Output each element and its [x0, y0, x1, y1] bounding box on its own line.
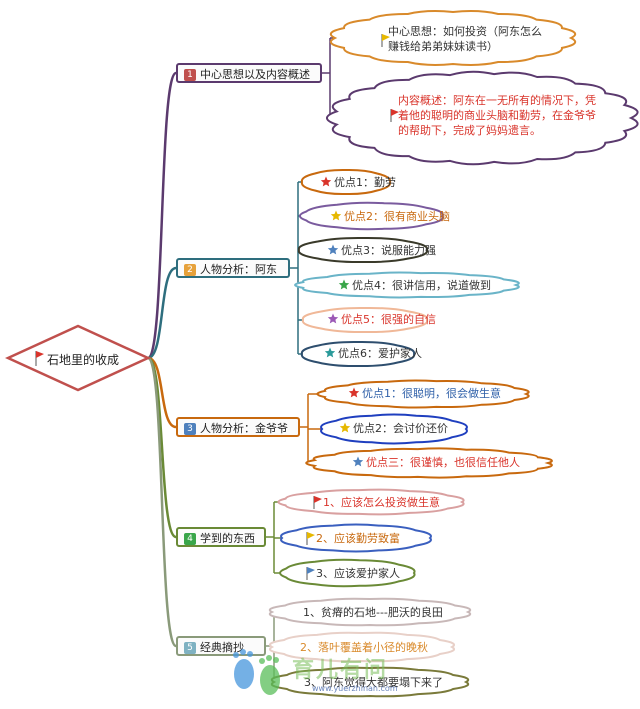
leaf-node[interactable]	[300, 168, 392, 196]
leaf-node[interactable]	[268, 597, 472, 627]
number-badge: 5	[184, 642, 196, 654]
leaf-node[interactable]	[268, 631, 456, 663]
cloud-shape	[279, 558, 416, 588]
root-label: 石地里的收成	[47, 353, 120, 367]
leaf-node[interactable]	[279, 558, 416, 588]
star-icon	[327, 244, 339, 255]
leaf-text: 中心思想：如何投资（阿东怎么	[388, 25, 542, 38]
cloud-shape	[298, 201, 444, 231]
leaf-text: 优点2：很有商业头脑	[344, 210, 450, 223]
root-connector	[147, 266, 177, 360]
leaf-text: 着他的聪明的商业头脑和勤劳，在金爷爷	[398, 109, 596, 122]
leaf-text: 优点4：很讲信用，说道做到	[352, 279, 491, 292]
root-connector	[147, 356, 177, 429]
leaf-node[interactable]	[277, 488, 465, 516]
leaf-text: 优点1：勤劳	[334, 176, 396, 189]
branch-label: 中心思想以及内容概述	[200, 68, 310, 81]
root-connector	[146, 356, 178, 648]
branch-4[interactable]: 4 学到的东西	[176, 527, 266, 547]
root-connector	[146, 71, 178, 360]
watermark-url: www.yuerzhinan.com	[312, 684, 398, 693]
star-icon	[348, 387, 360, 398]
watermark: 育儿有问 www.yuerzhinan.com	[228, 646, 428, 702]
cloud-shape	[297, 236, 429, 264]
star-icon	[352, 456, 364, 467]
leaf-text: 的帮助下，完成了妈妈遗言。	[398, 124, 541, 137]
branch-label: 人物分析：阿东	[200, 263, 277, 276]
leaf-node[interactable]	[298, 201, 444, 231]
leaf-node[interactable]	[294, 271, 520, 299]
number-badge: 2	[184, 264, 196, 276]
leaf-node[interactable]	[316, 379, 530, 409]
leaf-text: 2、落叶覆盖着小径的晚秋	[300, 641, 428, 654]
cloud-shape	[316, 379, 530, 409]
cloud-shape	[268, 631, 456, 663]
branch-1[interactable]: 1 中心思想以及内容概述	[176, 63, 322, 83]
leaf-text: 2、应该勤劳致富	[316, 532, 400, 545]
star-icon	[339, 422, 351, 433]
leaf-node[interactable]	[301, 306, 429, 334]
watermark-text: 育儿有问	[292, 658, 389, 683]
leaf-text: 优点6：爱护家人	[338, 347, 422, 360]
leaf-text: 1、应该怎么投资做生意	[323, 496, 440, 509]
leaf-text: 内容概述：阿东在一无所有的情况下，凭	[398, 94, 596, 107]
branch-label: 人物分析：金爷爷	[200, 422, 288, 435]
cloud-shape	[280, 523, 432, 553]
leaf-node[interactable]	[305, 447, 553, 479]
flag-icon	[382, 34, 390, 41]
cloud-shape	[300, 168, 392, 196]
leaf-text: 优点3：说服能力强	[341, 244, 436, 257]
cloud-shape	[294, 271, 520, 299]
leaf-text: 3、阿东觉得大都要塌下来了	[304, 676, 443, 689]
footprint-icon	[233, 649, 280, 695]
branch-label: 经典摘抄	[200, 641, 244, 654]
star-icon	[330, 210, 342, 221]
leaf-text: 优点三：很谨慎，也很信任他人	[366, 456, 520, 469]
cloud-shape	[277, 488, 465, 516]
leaf-text: 优点1：很聪明，很会做生意	[362, 387, 501, 400]
cloud-shape	[305, 447, 553, 479]
star-icon	[338, 279, 350, 290]
flag-icon	[314, 496, 322, 503]
branch-3[interactable]: 3 人物分析：金爷爷	[176, 417, 300, 437]
cloud-shape	[325, 70, 639, 166]
number-badge: 1	[184, 69, 196, 81]
star-icon	[320, 176, 332, 187]
flag-icon	[391, 109, 399, 116]
number-badge: 3	[184, 423, 196, 435]
leaf-node[interactable]	[280, 523, 432, 553]
leaf-node[interactable]	[329, 10, 577, 66]
star-icon	[327, 313, 339, 324]
leaf-text: 赚钱给弟弟妹妹读书）	[388, 40, 498, 53]
leaf-node[interactable]	[300, 340, 416, 368]
cloud-shape	[268, 597, 472, 627]
leaf-text: 优点2：会讨价还价	[353, 422, 448, 435]
branch-2[interactable]: 2 人物分析：阿东	[176, 258, 290, 278]
star-icon	[324, 347, 336, 358]
flag-icon	[307, 567, 315, 574]
cloud-shape	[301, 306, 429, 334]
branch-label: 学到的东西	[200, 532, 255, 545]
leaf-node[interactable]	[297, 236, 429, 264]
leaf-text: 1、贫瘠的石地---肥沃的良田	[303, 606, 443, 619]
cloud-shape	[329, 10, 577, 66]
leaf-node[interactable]	[325, 70, 639, 166]
leaf-text: 3、应该爱护家人	[316, 567, 400, 580]
flag-icon	[307, 532, 315, 539]
cloud-shape	[320, 413, 468, 445]
leaf-node[interactable]	[320, 413, 468, 445]
number-badge: 4	[184, 533, 196, 545]
leaf-text: 优点5：很强的自信	[341, 313, 436, 326]
